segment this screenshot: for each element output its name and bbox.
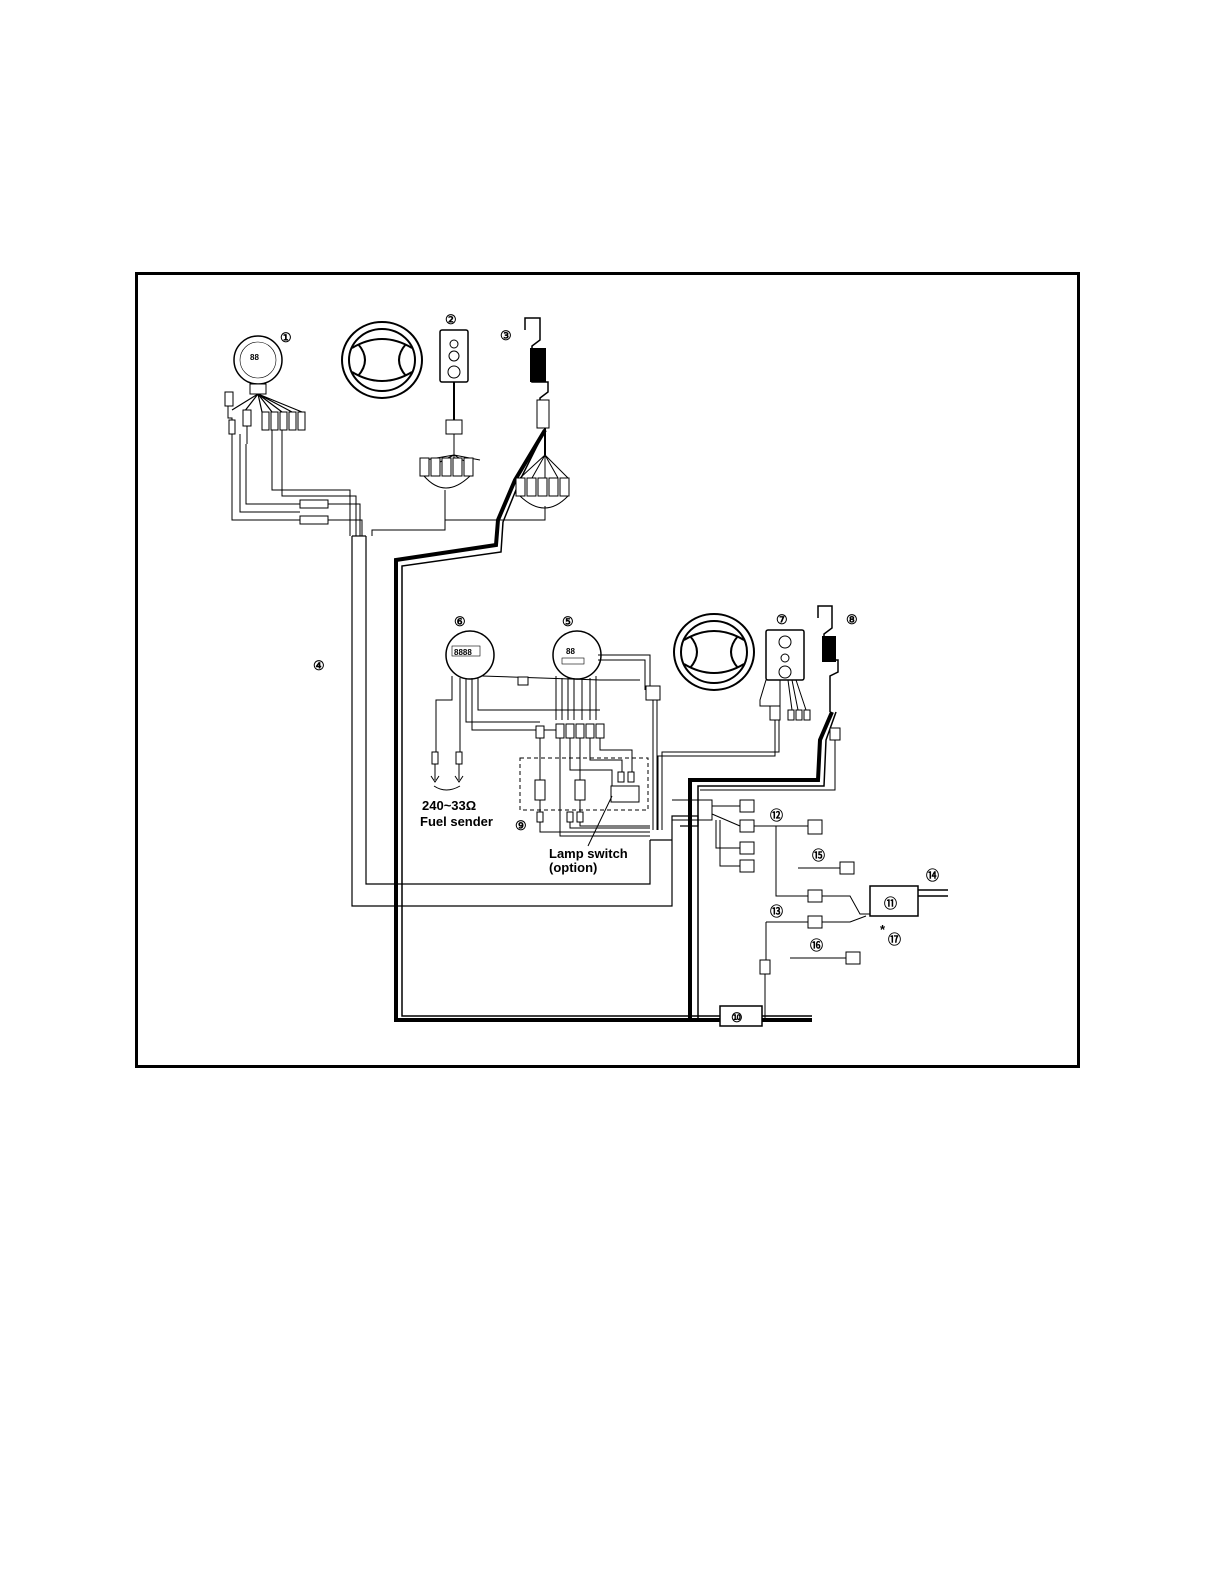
lamp-switch-option-label: (option) [549, 860, 597, 875]
callout-17: ⑰ [888, 932, 901, 947]
right-harness [672, 800, 948, 1026]
callout-6: ⑥ [454, 614, 466, 629]
gauge-6-display: 8888 [454, 648, 472, 657]
callout-17-asterisk: * [880, 922, 886, 937]
callout-1: ① [280, 330, 292, 345]
gauge-5-display: 88 [566, 647, 575, 656]
callout-8: ⑧ [846, 612, 858, 627]
steering-wheel-lower [674, 614, 754, 690]
callout-4: ④ [313, 658, 325, 673]
callout-15: ⑮ [812, 848, 825, 863]
relay-box-9 [520, 724, 650, 846]
callout-13: ⑬ [770, 904, 783, 919]
resistance-label: 240~33Ω [422, 798, 476, 813]
switch-panel-2 [372, 330, 545, 536]
callout-7: ⑦ [776, 612, 788, 627]
callout-14: ⑭ [926, 868, 939, 883]
callout-11: ⑪ [884, 896, 897, 911]
main-harness [352, 536, 698, 906]
lamp-switch-label: Lamp switch [549, 846, 628, 861]
callouts: ① ② ③ ④ ⑤ ⑥ ⑦ ⑧ ⑨ ⑩ ⑪ ⑫ ⑬ ⑭ ⑮ ⑯ ⑰ * [280, 312, 939, 1025]
callout-16: ⑯ [810, 938, 823, 953]
gauge-1-display: 88 [250, 353, 259, 362]
callout-10: ⑩ [731, 1010, 743, 1025]
callout-2: ② [445, 312, 457, 327]
steering-wheel-top [342, 322, 422, 398]
control-lever-3 [516, 318, 569, 508]
fuel-sender-label: Fuel sender [420, 814, 493, 829]
callout-5: ⑤ [562, 614, 574, 629]
callout-3: ③ [500, 328, 512, 343]
callout-12: ⑫ [770, 808, 783, 823]
callout-9: ⑨ [515, 818, 527, 833]
